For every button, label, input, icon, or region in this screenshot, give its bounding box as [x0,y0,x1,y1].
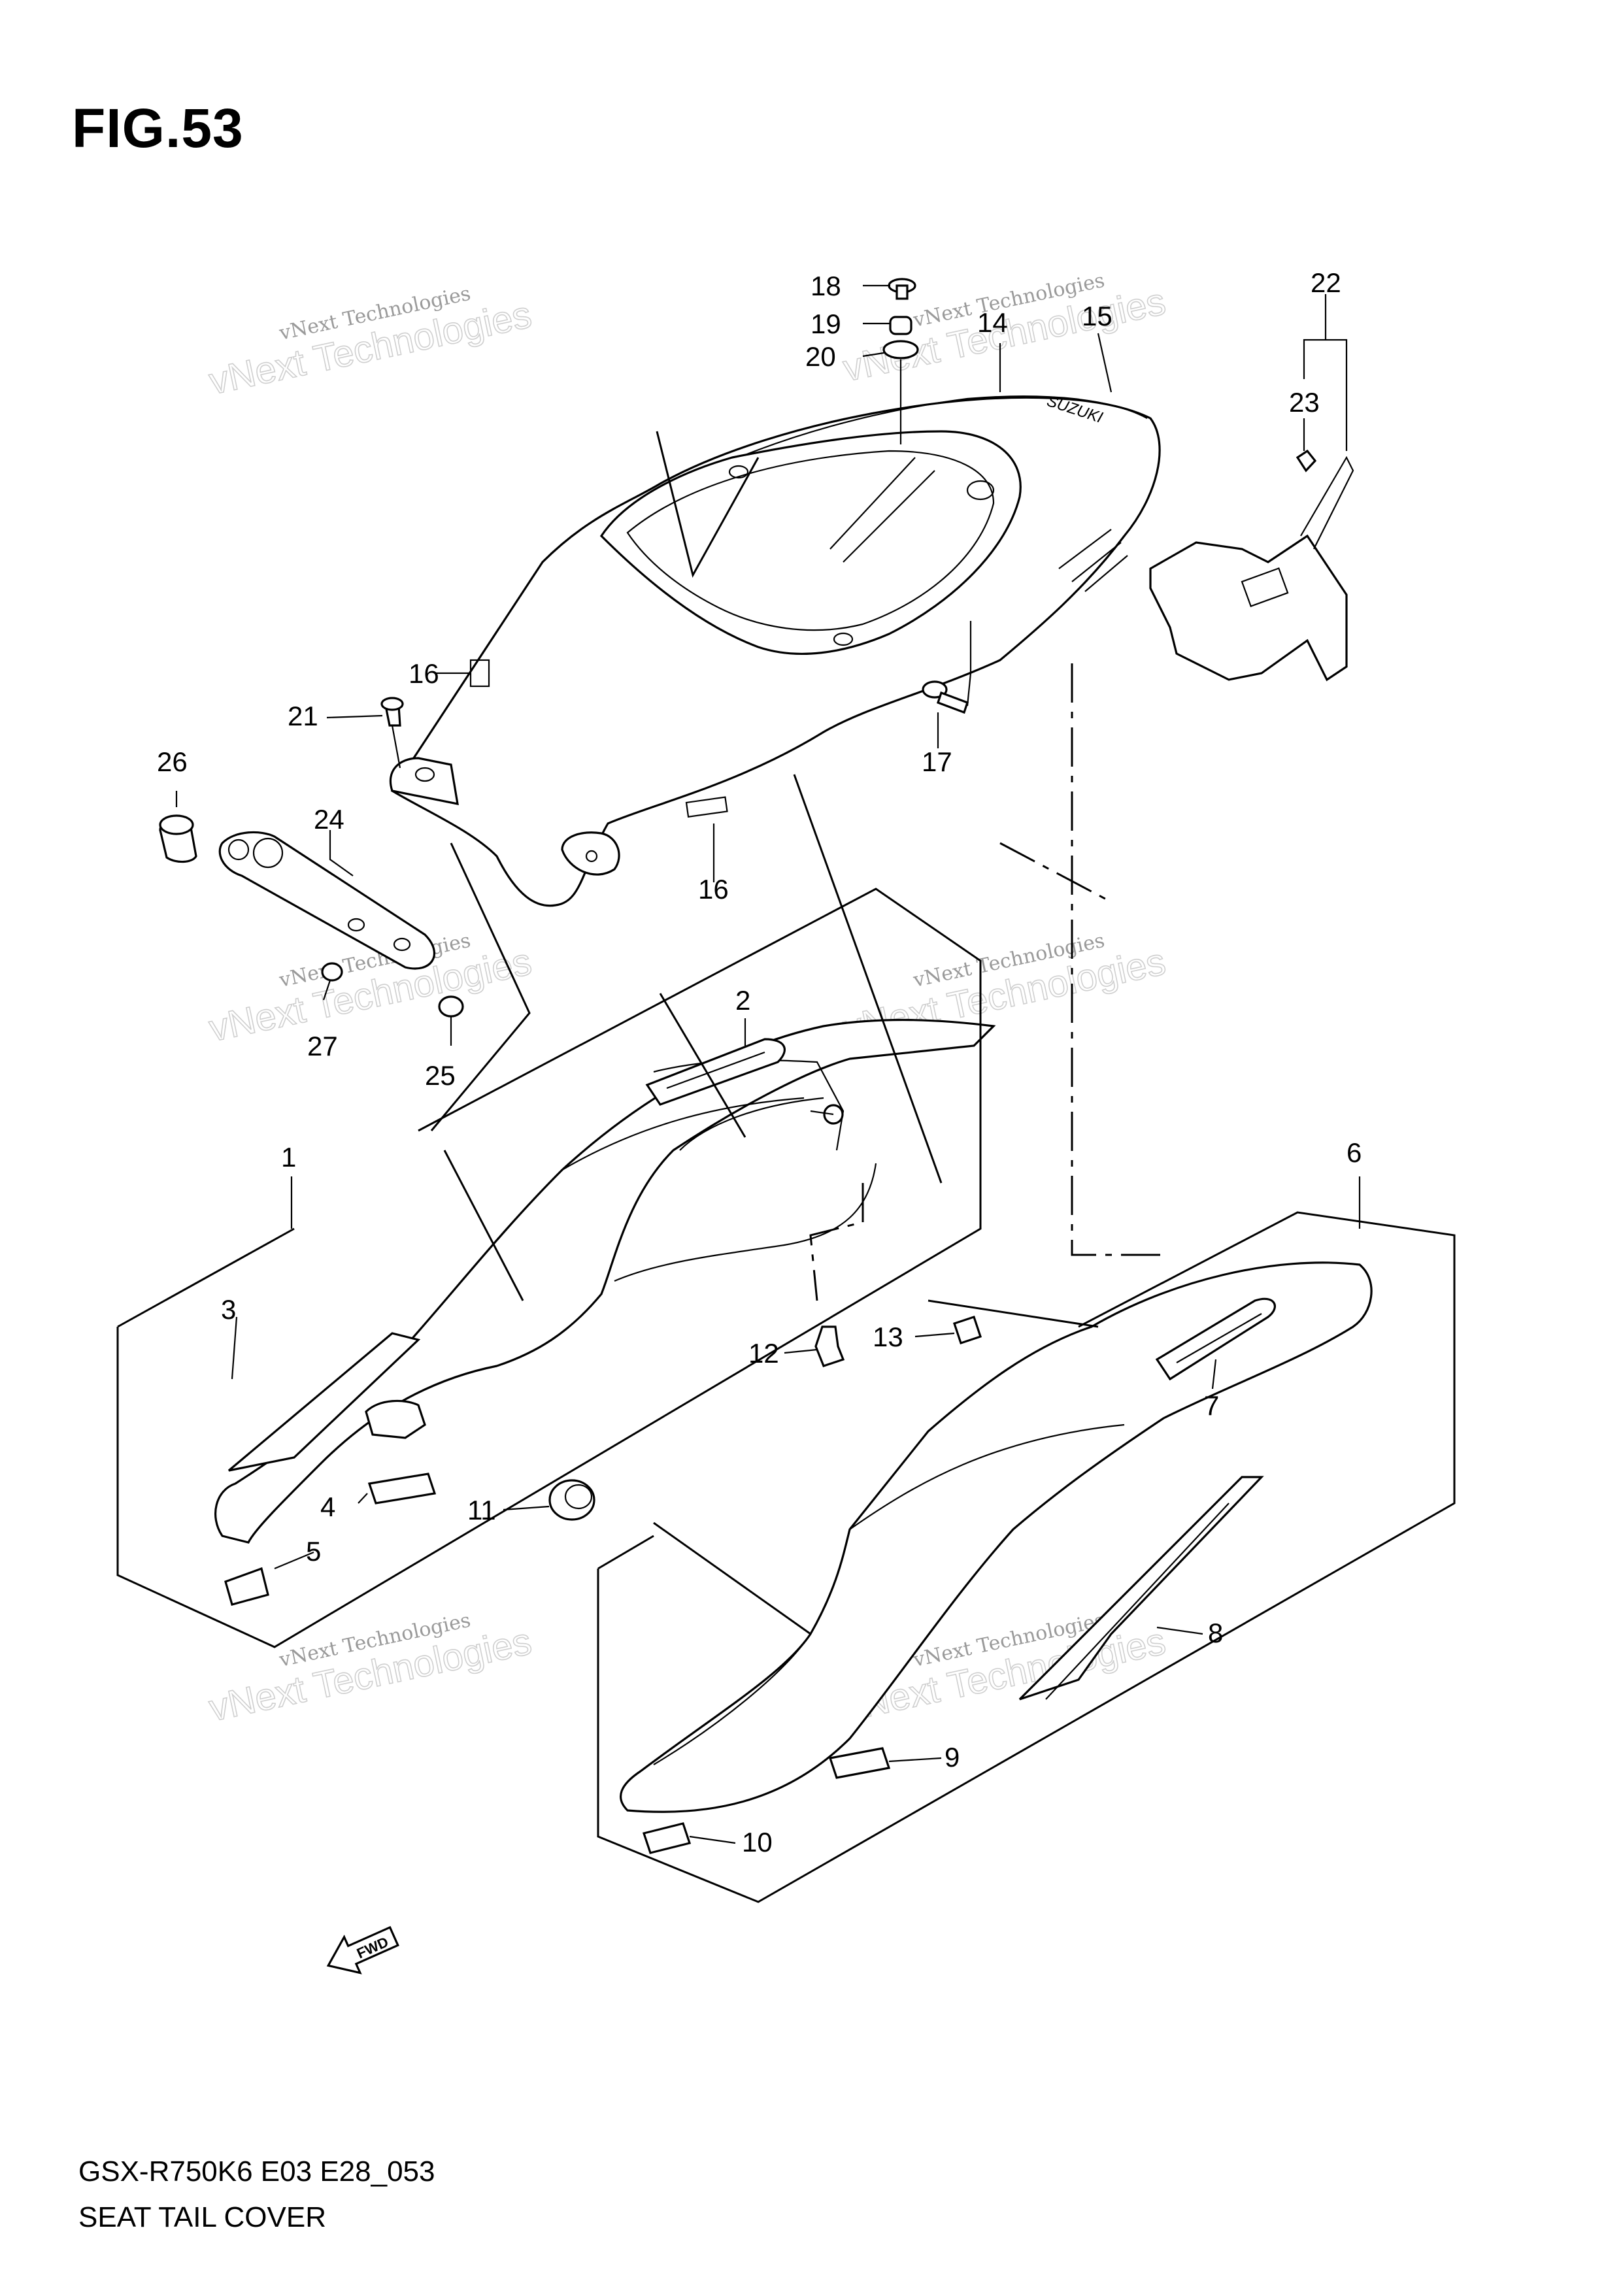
callout-26: 26 [157,746,188,777]
callout-6: 6 [1347,1137,1362,1168]
callout-20: 20 [805,341,836,372]
callout-19: 19 [811,308,841,339]
fwd-arrow-icon: FWD [326,1925,399,1974]
frame-cover-right [620,1261,1373,1854]
callout-13: 13 [873,1322,903,1352]
callout-10: 10 [742,1827,773,1857]
callout-8: 8 [1208,1618,1223,1648]
model-code: GSX-R750K6 E03 E28_053 [78,2155,435,2188]
leader-lines [175,284,1361,1844]
callout-17: 17 [922,746,952,777]
callout-27: 27 [307,1031,338,1061]
bolt-17 [922,621,972,714]
callout-3: 3 [221,1294,236,1325]
callout-16b: 16 [698,874,729,905]
figure-title: FIG.53 [72,97,244,159]
callout-22: 22 [1311,267,1341,298]
misc-hardware [159,814,982,1521]
callout-1: 1 [281,1142,296,1173]
callout-24: 24 [314,804,344,835]
callout-4: 4 [320,1491,335,1522]
tail-bracket [1149,449,1354,682]
seat-fastener-stack [882,278,919,444]
clip-23 [1296,449,1317,473]
callout-16a: 16 [409,658,439,689]
callout-labels: 1 2 3 4 5 6 7 8 9 10 11 12 13 14 15 16 1… [157,267,1362,1857]
callout-9: 9 [945,1742,960,1772]
emblem-16b [685,796,728,818]
assembly-guide-lines: FWD [116,431,1456,1974]
callout-21: 21 [288,701,318,731]
callout-12: 12 [748,1338,779,1369]
callout-15: 15 [1082,301,1113,331]
callout-11: 11 [467,1495,496,1525]
callout-25: 25 [425,1060,456,1091]
callout-5: 5 [306,1536,321,1567]
callout-18: 18 [811,271,841,301]
callout-23: 23 [1289,387,1320,418]
bolt-21 [380,697,404,769]
callout-7: 7 [1204,1390,1219,1421]
seat-tail-cover-upper: SUZUKI [389,392,1161,907]
callout-14: 14 [977,307,1008,338]
callout-2: 2 [735,985,750,1016]
section-title: SEAT TAIL COVER [78,2201,327,2233]
